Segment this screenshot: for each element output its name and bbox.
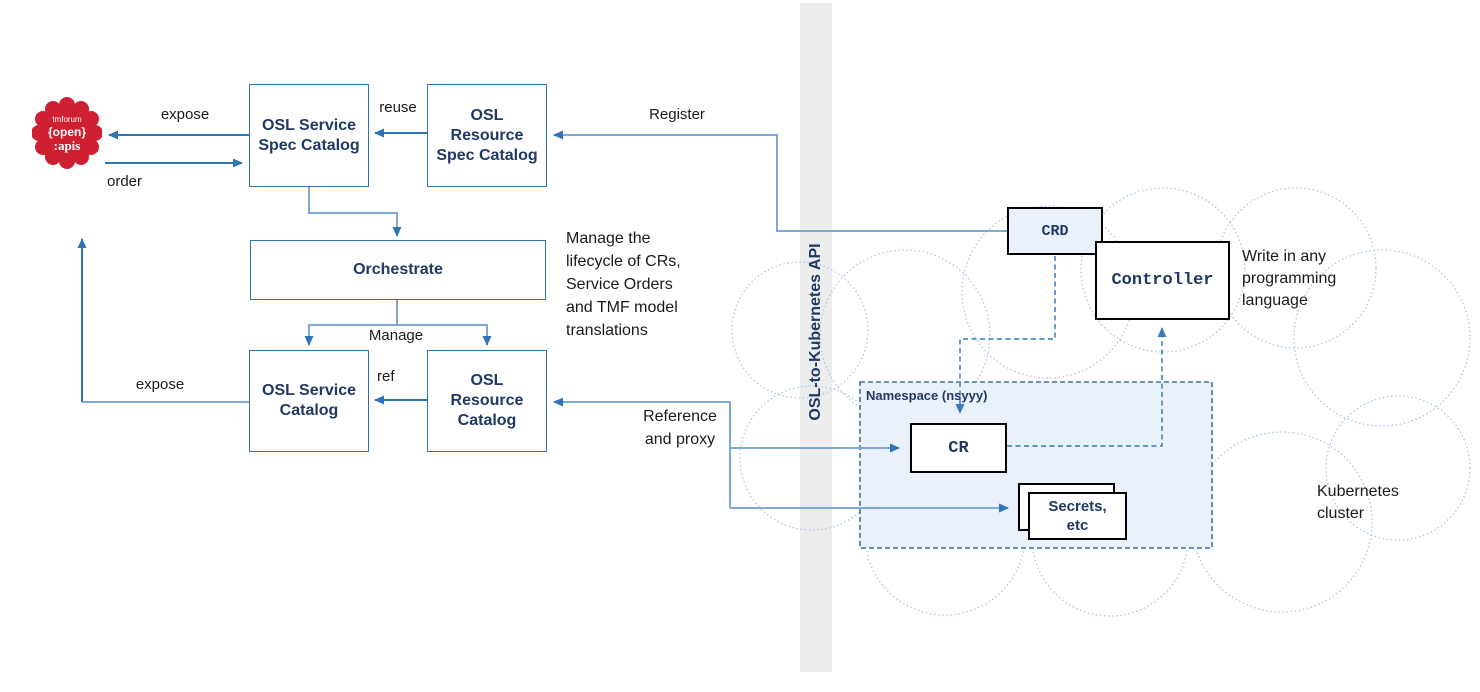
- secrets-box-front: Secrets, etc: [1028, 492, 1127, 540]
- lifecycle-note: Manage the lifecycle of CRs, Service Ord…: [566, 230, 681, 339]
- controller-box: Controller: [1095, 241, 1230, 320]
- kubernetes-cluster-label: Kubernetes cluster: [1317, 483, 1399, 522]
- badge-open-text: {open}: [48, 125, 86, 139]
- badge-scallop-edge: [32, 97, 102, 169]
- osl-to-kubernetes-api-label: OSL-to-Kubernetes API: [807, 243, 824, 421]
- orchestrate-box: Orchestrate: [250, 240, 546, 300]
- edge-label-expose-top: expose: [160, 106, 210, 123]
- cr-box: CR: [910, 423, 1007, 473]
- edge-label-ref: ref: [377, 368, 395, 385]
- namespace-label: Namespace (nsyyy): [866, 388, 988, 403]
- osl-resource-catalog-box: OSL Resource Catalog: [427, 350, 547, 452]
- edge-label-expose-bottom: expose: [135, 376, 185, 393]
- badge-brand-text: tmforum: [52, 115, 82, 124]
- write-any-language-note: Write in any programming language: [1242, 248, 1337, 309]
- osl-service-catalog-box: OSL Service Catalog: [249, 350, 369, 452]
- osl-resource-spec-catalog-box: OSL Resource Spec Catalog: [427, 84, 547, 187]
- dashed-cr-to-controller: [1007, 327, 1167, 447]
- edge-label-register: Register: [649, 106, 705, 123]
- edge-label-reuse: reuse: [379, 99, 417, 116]
- osl-service-spec-catalog-box: OSL Service Spec Catalog: [249, 84, 369, 187]
- arrow-register: [553, 130, 1007, 232]
- edge-label-order: order: [107, 173, 143, 190]
- tmforum-openapis-badge: tmforum {open} :apis: [32, 97, 102, 169]
- edge-label-reference-proxy: Reference and proxy: [643, 408, 717, 448]
- badge-apis-text: :apis: [54, 138, 81, 153]
- arrow-spec-to-orchestrate: [308, 187, 402, 237]
- crd-box: CRD: [1007, 207, 1103, 255]
- edge-label-manage: Manage: [368, 327, 424, 344]
